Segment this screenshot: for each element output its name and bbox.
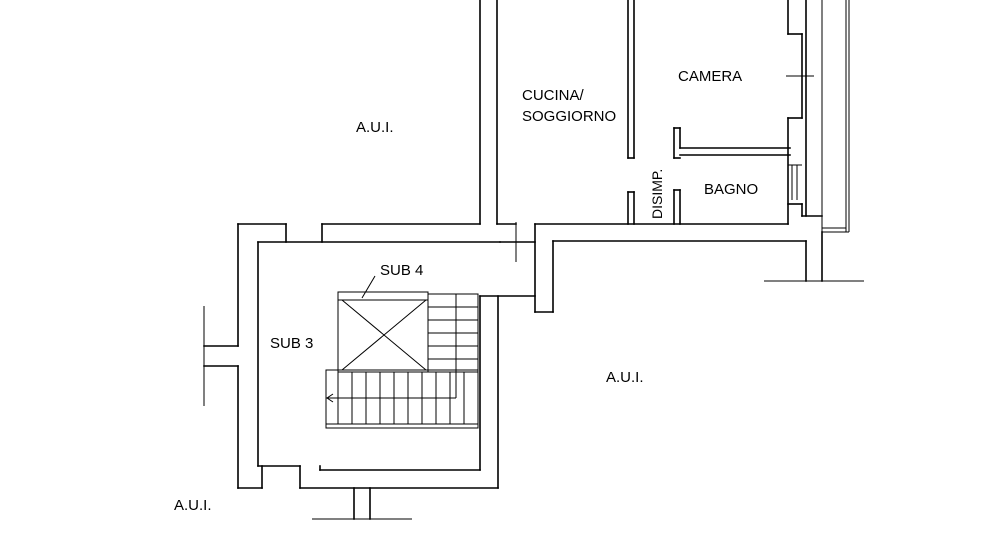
label-bagno: BAGNO [704, 181, 758, 198]
lift-cross [341, 299, 427, 371]
label-disimpegno: DISIMP. [649, 169, 665, 219]
sub3-walls [203, 223, 536, 520]
label-aui-top: A.U.I. [356, 119, 394, 136]
room-labels: A.U.I. A.U.I. A.U.I. CUCINA/ SOGGIORNO C… [174, 68, 758, 514]
stair-flight [325, 369, 479, 429]
label-camera: CAMERA [678, 68, 742, 85]
label-aui-center: A.U.I. [606, 369, 644, 386]
label-soggiorno: SOGGIORNO [522, 108, 616, 125]
label-sub3: SUB 3 [270, 335, 313, 352]
label-sub4: SUB 4 [380, 262, 423, 279]
label-aui-bottom: A.U.I. [174, 497, 212, 514]
label-cucina: CUCINA/ [522, 87, 585, 104]
stair-arrow-head [326, 393, 334, 403]
apartment-walls [479, 0, 864, 313]
staircase [325, 275, 479, 429]
sub4-leader-line [361, 275, 376, 299]
